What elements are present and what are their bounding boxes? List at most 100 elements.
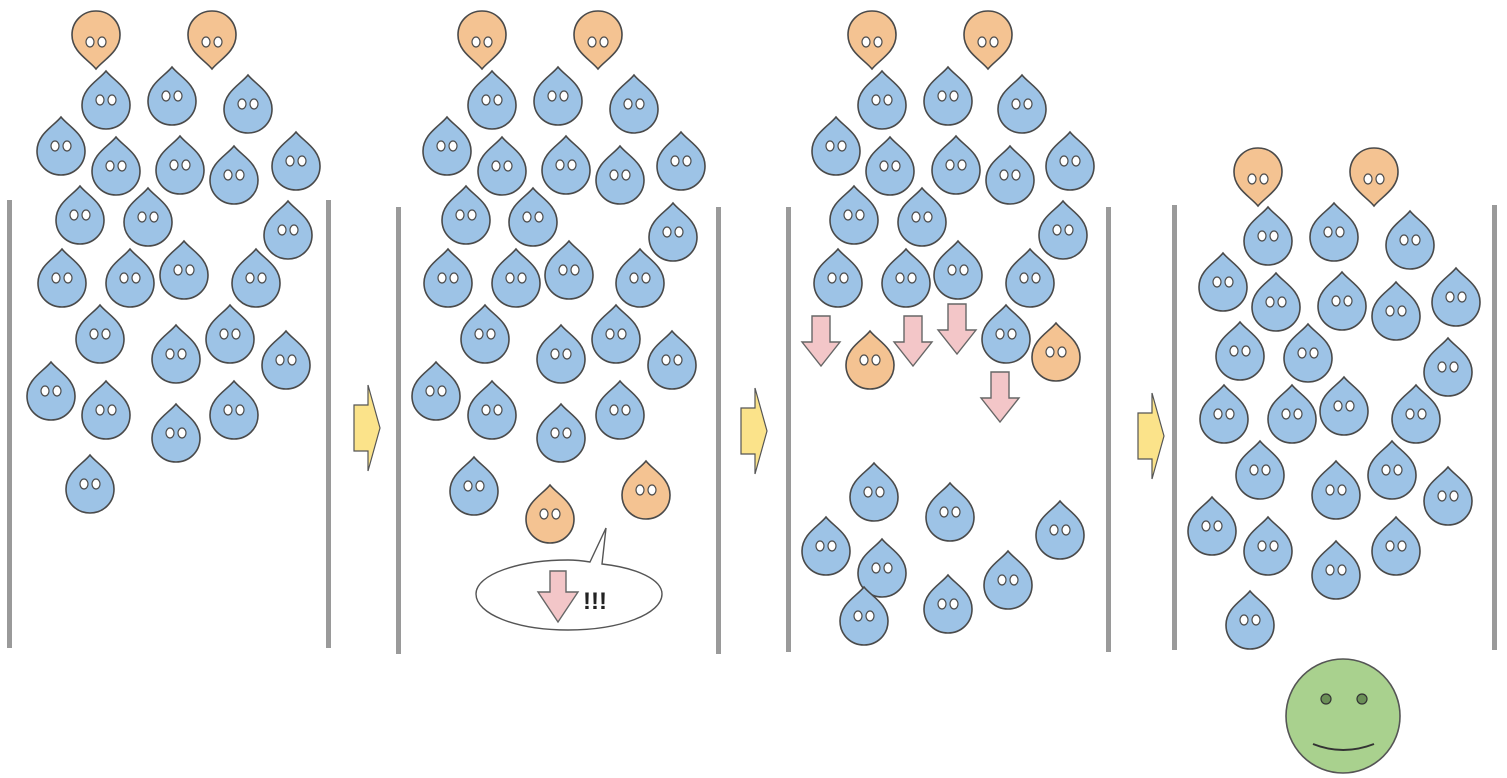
water-droplet-icon	[37, 117, 85, 175]
impurity-droplet-icon	[574, 11, 622, 69]
panel-1	[27, 11, 320, 513]
water-droplet-icon	[802, 517, 850, 575]
water-droplet-icon	[66, 455, 114, 513]
water-droplet-icon	[1424, 467, 1472, 525]
water-droplet-icon	[76, 305, 124, 363]
water-droplet-icon	[537, 325, 585, 383]
water-droplet-icon	[542, 136, 590, 194]
water-droplet-icon	[1432, 268, 1480, 326]
water-droplet-icon	[82, 71, 130, 129]
smiley-left-eye	[1321, 694, 1331, 704]
water-droplet-icon	[926, 483, 974, 541]
panel2-right-wall	[716, 207, 721, 654]
down-arrow-icon	[938, 304, 976, 354]
water-droplet-icon	[160, 241, 208, 299]
smiley-face	[1286, 659, 1400, 773]
water-droplet-icon	[423, 117, 471, 175]
water-droplet-icon	[38, 249, 86, 307]
water-droplet-icon	[468, 71, 516, 129]
water-droplet-icon	[1386, 211, 1434, 269]
impurity-droplet-icon	[1234, 148, 1282, 206]
panel3-right-wall	[1106, 207, 1111, 652]
water-droplet-icon	[1318, 272, 1366, 330]
water-droplet-icon	[850, 463, 898, 521]
water-droplet-icon	[898, 188, 946, 246]
water-droplet-icon	[858, 71, 906, 129]
panel2-left-wall	[396, 207, 401, 654]
water-droplet-icon	[812, 117, 860, 175]
water-droplet-icon	[1039, 201, 1087, 259]
impurity-droplet-icon	[72, 11, 120, 69]
panel4-right-wall	[1492, 205, 1497, 650]
water-droplet-icon	[232, 249, 280, 307]
water-droplet-icon	[156, 136, 204, 194]
water-droplet-icon	[152, 404, 200, 462]
water-droplet-icon	[210, 381, 258, 439]
panel1-right-wall	[326, 200, 331, 648]
water-droplet-icon	[224, 75, 272, 133]
impurity-droplet-icon	[622, 461, 670, 519]
smiley-right-eye	[1357, 694, 1367, 704]
panel3-left-wall	[786, 207, 791, 652]
water-droplet-icon	[934, 241, 982, 299]
impurity-droplet-icon	[526, 485, 574, 543]
water-droplet-icon	[984, 551, 1032, 609]
water-droplet-icon	[82, 381, 130, 439]
water-droplet-icon	[1244, 517, 1292, 575]
impurity-droplet-icon	[1350, 148, 1398, 206]
smiley-face-icon	[1286, 659, 1400, 773]
water-droplet-icon	[882, 249, 930, 307]
right-arrow-icon	[741, 388, 767, 474]
water-droplet-icon	[1236, 441, 1284, 499]
water-droplet-icon	[866, 137, 914, 195]
speech-bubble: !!!	[476, 528, 662, 630]
water-droplet-icon	[1424, 338, 1472, 396]
water-droplet-icon	[424, 249, 472, 307]
water-droplet-icon	[932, 136, 980, 194]
water-droplet-icon	[412, 362, 460, 420]
water-droplet-icon	[537, 404, 585, 462]
water-droplet-icon	[596, 381, 644, 439]
water-droplet-icon	[1188, 497, 1236, 555]
water-droplet-icon	[1368, 441, 1416, 499]
water-droplet-icon	[1199, 253, 1247, 311]
water-droplet-icon	[616, 249, 664, 307]
impurity-droplet-icon	[964, 11, 1012, 69]
water-droplet-icon	[92, 137, 140, 195]
water-droplet-icon	[982, 305, 1030, 363]
water-droplet-icon	[1244, 207, 1292, 265]
water-droplet-icon	[657, 132, 705, 190]
water-droplet-icon	[592, 305, 640, 363]
water-droplet-icon	[264, 201, 312, 259]
water-droplet-icon	[545, 241, 593, 299]
impurity-droplet-icon	[458, 11, 506, 69]
exclamation-text: !!!	[583, 588, 607, 615]
water-droplet-icon	[206, 305, 254, 363]
water-droplet-icon	[124, 188, 172, 246]
water-droplet-icon	[468, 381, 516, 439]
right-arrow-icon	[1138, 393, 1164, 479]
water-droplet-icon	[1372, 282, 1420, 340]
panel-2: !!!	[412, 11, 705, 630]
water-droplet-icon	[814, 249, 862, 307]
down-arrow-icon	[802, 316, 840, 366]
water-droplet-icon	[210, 146, 258, 204]
water-droplet-icon	[1226, 591, 1274, 649]
down-arrow-icon	[894, 316, 932, 366]
water-droplet-icon	[924, 67, 972, 125]
water-droplet-icon	[986, 146, 1034, 204]
water-droplet-icon	[148, 67, 196, 125]
water-droplet-icon	[1216, 322, 1264, 380]
water-droplet-icon	[1312, 461, 1360, 519]
impurity-droplet-icon	[1032, 323, 1080, 381]
right-arrow-icon	[354, 385, 380, 471]
water-droplet-icon	[106, 249, 154, 307]
water-droplet-icon	[461, 305, 509, 363]
water-droplet-icon	[924, 575, 972, 633]
water-droplet-icon	[534, 67, 582, 125]
water-droplet-icon	[1200, 385, 1248, 443]
water-droplet-icon	[1310, 203, 1358, 261]
impurity-droplet-icon	[846, 331, 894, 389]
water-droplet-icon	[1046, 132, 1094, 190]
